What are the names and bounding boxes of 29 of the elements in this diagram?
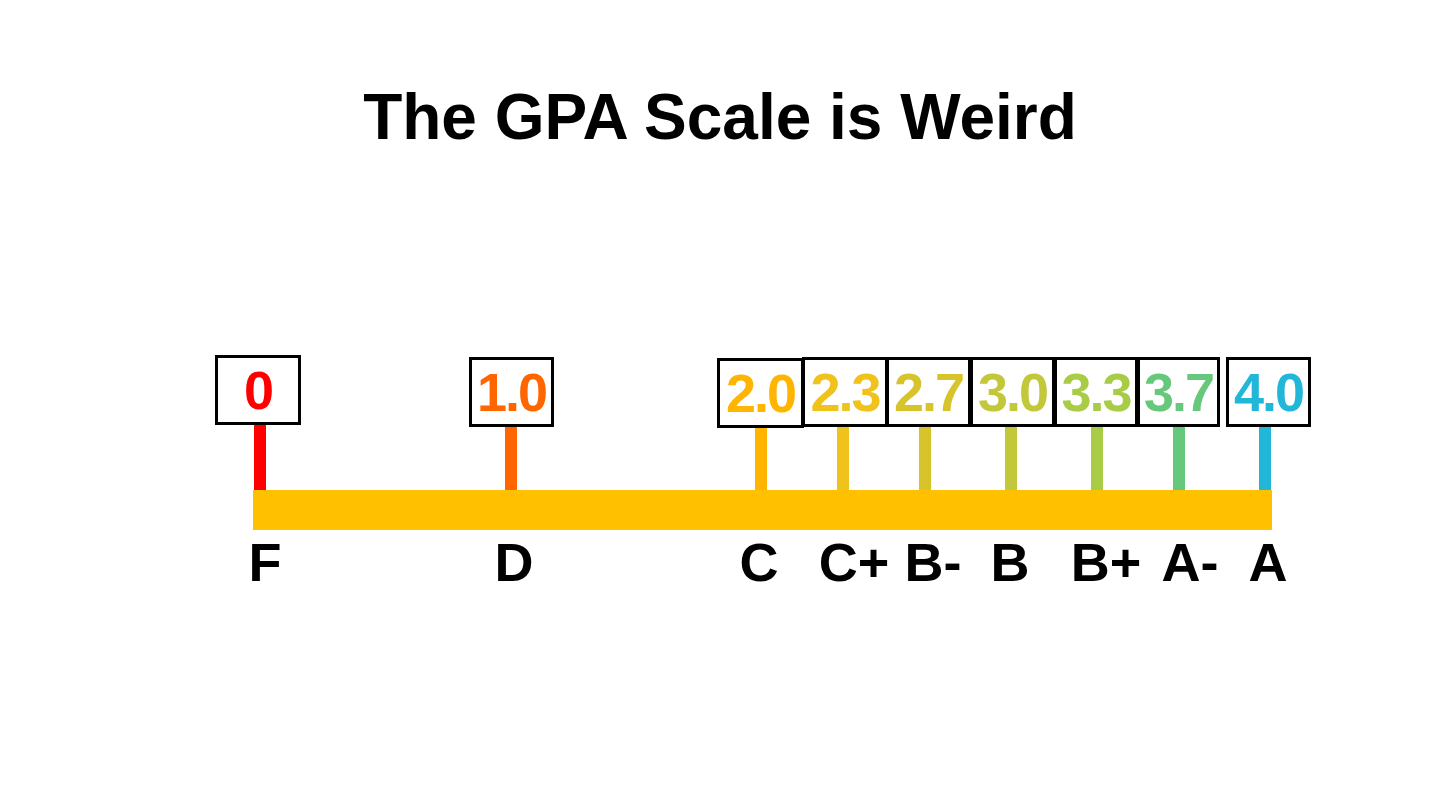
- grade-point-box: 1.0: [469, 357, 554, 427]
- letter-grade: B+: [1070, 531, 1142, 594]
- grade-point-box: 3.7: [1137, 357, 1220, 427]
- grade-point-box: 3.3: [1054, 357, 1138, 427]
- letter-grade: F: [248, 531, 282, 594]
- grade-point-box: 2.7: [886, 357, 971, 427]
- letter-grade: B-: [904, 531, 962, 594]
- letter-grade: D: [494, 531, 534, 594]
- tick-line: [1259, 427, 1271, 490]
- tick-line: [254, 425, 266, 490]
- tick-line: [505, 427, 517, 490]
- tick-line: [919, 427, 931, 490]
- tick-line: [1005, 427, 1017, 490]
- title: The GPA Scale is Weird: [362, 80, 1078, 154]
- letter-grade: A-: [1161, 531, 1219, 594]
- grade-point-box: 2.3: [802, 357, 888, 427]
- letter-grade: B: [990, 531, 1030, 594]
- tick-line: [837, 427, 849, 490]
- grade-point-box: 3.0: [970, 357, 1055, 427]
- scale-bar: [253, 490, 1272, 530]
- grade-point-box: 0: [215, 355, 301, 425]
- grade-point-box: 4.0: [1226, 357, 1311, 427]
- tick-line: [755, 428, 767, 490]
- letter-grade: C+: [818, 531, 890, 594]
- grade-point-box: 2.0: [717, 358, 804, 428]
- tick-line: [1091, 427, 1103, 490]
- tick-line: [1173, 427, 1185, 490]
- letter-grade: C: [739, 531, 779, 594]
- letter-grade: A: [1248, 531, 1288, 594]
